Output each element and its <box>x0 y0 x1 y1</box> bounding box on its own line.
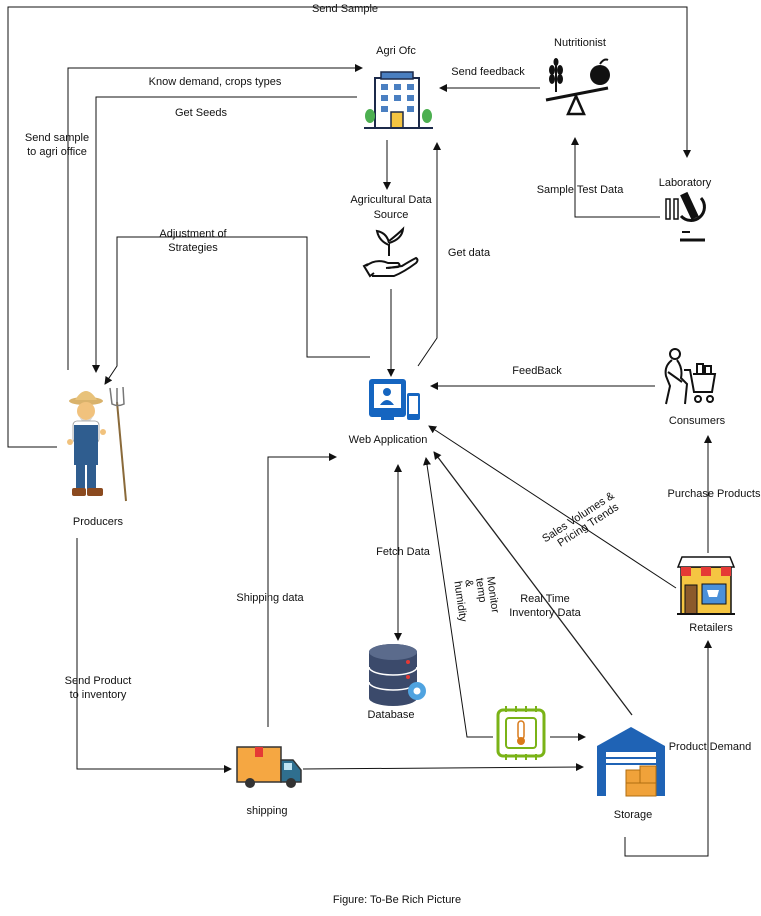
edge-label-sample-test-data: Sample Test Data <box>537 184 625 196</box>
edge-shipping-data <box>267 453 337 727</box>
edge-adjustment <box>104 236 370 385</box>
edge-get-seeds <box>92 96 357 373</box>
edge-real-time-inventory <box>433 451 633 716</box>
database-label: Database <box>367 709 414 721</box>
edge-get-data <box>417 142 441 367</box>
retailers-label: Retailers <box>689 622 733 634</box>
database-icon <box>368 644 426 706</box>
edge-send-sample <box>7 6 691 448</box>
edge-label-monitor-2: temp <box>473 577 488 603</box>
edge-label-send-product-2: to inventory <box>70 689 127 701</box>
warehouse-icon <box>597 727 665 797</box>
edge-sales-volumes <box>428 425 677 589</box>
edge-product-demand <box>624 640 712 857</box>
edge-label-adjustment-1: Adjustment of <box>159 228 227 240</box>
edge-label-shipping-data: Shipping data <box>236 592 304 604</box>
edge-label-feedback: FeedBack <box>512 365 562 377</box>
hand-plant-icon <box>362 226 419 278</box>
edge-label-send-sample: Send Sample <box>312 3 378 15</box>
edge-know-demand <box>67 64 363 370</box>
edge-label-adjustment-2: Strategies <box>168 242 218 254</box>
storage-label: Storage <box>614 809 653 821</box>
edge-label-send-product-1: Send Product <box>65 675 132 687</box>
edge-label-real-time-2: Inventory Data <box>509 607 581 619</box>
edge-sample-test-data <box>571 137 660 218</box>
edge-monitor <box>423 457 493 738</box>
nutrition-balance-icon <box>545 58 610 116</box>
producers-label: Producers <box>73 516 124 528</box>
farmer-icon <box>67 386 127 502</box>
edge-label-real-time-1: Real Time <box>520 593 570 605</box>
edge-label-get-data: Get data <box>448 247 491 259</box>
shipping-label: shipping <box>247 805 288 817</box>
web-app-label: Web Application <box>349 434 428 446</box>
laboratory-label: Laboratory <box>659 177 712 189</box>
consumers-label: Consumers <box>669 415 726 427</box>
edge-shipping-to-storage <box>302 763 584 772</box>
edge-send-product <box>76 538 232 773</box>
edge-label-send-feedback: Send feedback <box>451 66 525 78</box>
agri-data-source-label-1: Agricultural Data <box>350 194 432 206</box>
edge-label-monitor-3: & <box>462 579 475 589</box>
figure-caption: Figure: To-Be Rich Picture <box>333 894 461 906</box>
edge-label-fetch-data: Fetch Data <box>376 546 431 558</box>
edge-label-purchase-products: Purchase Products <box>668 488 761 500</box>
delivery-truck-icon <box>236 746 302 788</box>
edge-label-monitor-group: Monitor temp & humidity <box>451 576 501 623</box>
edge-label-monitor-4: humidity <box>451 580 469 623</box>
edge-label-send-sample-agri-1: Send sample <box>25 132 89 144</box>
agri-data-source-label-2: Source <box>374 209 409 221</box>
edge-label-get-seeds: Get Seeds <box>175 107 227 119</box>
nutritionist-label: Nutritionist <box>554 37 606 49</box>
shopper-cart-icon <box>664 348 717 405</box>
office-building-icon <box>364 71 433 129</box>
agri-ofc-label: Agri Ofc <box>376 45 416 57</box>
microscope-icon <box>665 191 706 242</box>
edge-label-monitor-1: Monitor <box>484 576 501 614</box>
web-app-icon <box>369 379 420 420</box>
edge-label-product-demand: Product Demand <box>669 741 752 753</box>
edge-label-know-demand: Know demand, crops types <box>149 76 282 88</box>
sensor-chip-icon <box>496 706 546 760</box>
shop-icon <box>676 556 736 615</box>
edge-label-send-sample-agri-2: to agri office <box>27 146 87 158</box>
